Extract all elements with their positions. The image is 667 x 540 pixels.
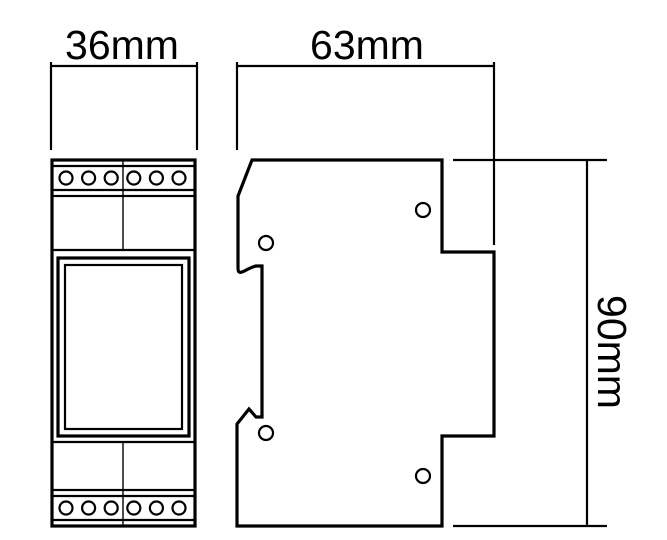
- side-mount-hole: [257, 424, 275, 442]
- terminal-screw: [103, 170, 119, 186]
- terminal-screw: [80, 170, 97, 186]
- front-view: [50, 158, 197, 528]
- terminal-screw: [103, 500, 119, 516]
- height-dimension-lines: [453, 158, 607, 528]
- front-window-inner: [63, 263, 184, 431]
- side-mount-hole: [257, 234, 275, 252]
- terminal-screw: [171, 170, 187, 186]
- side-body-outline: [235, 158, 496, 528]
- bottom-terminal-block: [50, 488, 197, 528]
- terminal-screw: [126, 170, 142, 186]
- width-dimension-lines: [49, 62, 199, 150]
- height-dimension-label: 90mm: [589, 295, 635, 409]
- depth-dimension-label: 63mm: [310, 22, 424, 68]
- depth-dimension-lines: [235, 62, 496, 245]
- terminal-screw: [148, 170, 164, 186]
- top-terminals: [58, 170, 187, 186]
- front-window-outer: [56, 256, 191, 438]
- terminal-screw: [58, 500, 74, 516]
- terminal-screw: [171, 500, 187, 516]
- terminal-screw: [80, 500, 97, 516]
- side-view: [235, 158, 496, 528]
- terminal-screw: [126, 500, 142, 516]
- terminal-screw: [58, 170, 74, 186]
- bottom-terminals: [58, 500, 187, 516]
- terminal-screw: [148, 500, 164, 516]
- width-dimension-label: 36mm: [65, 22, 179, 68]
- side-mount-hole: [414, 467, 432, 485]
- side-mount-hole: [414, 201, 432, 219]
